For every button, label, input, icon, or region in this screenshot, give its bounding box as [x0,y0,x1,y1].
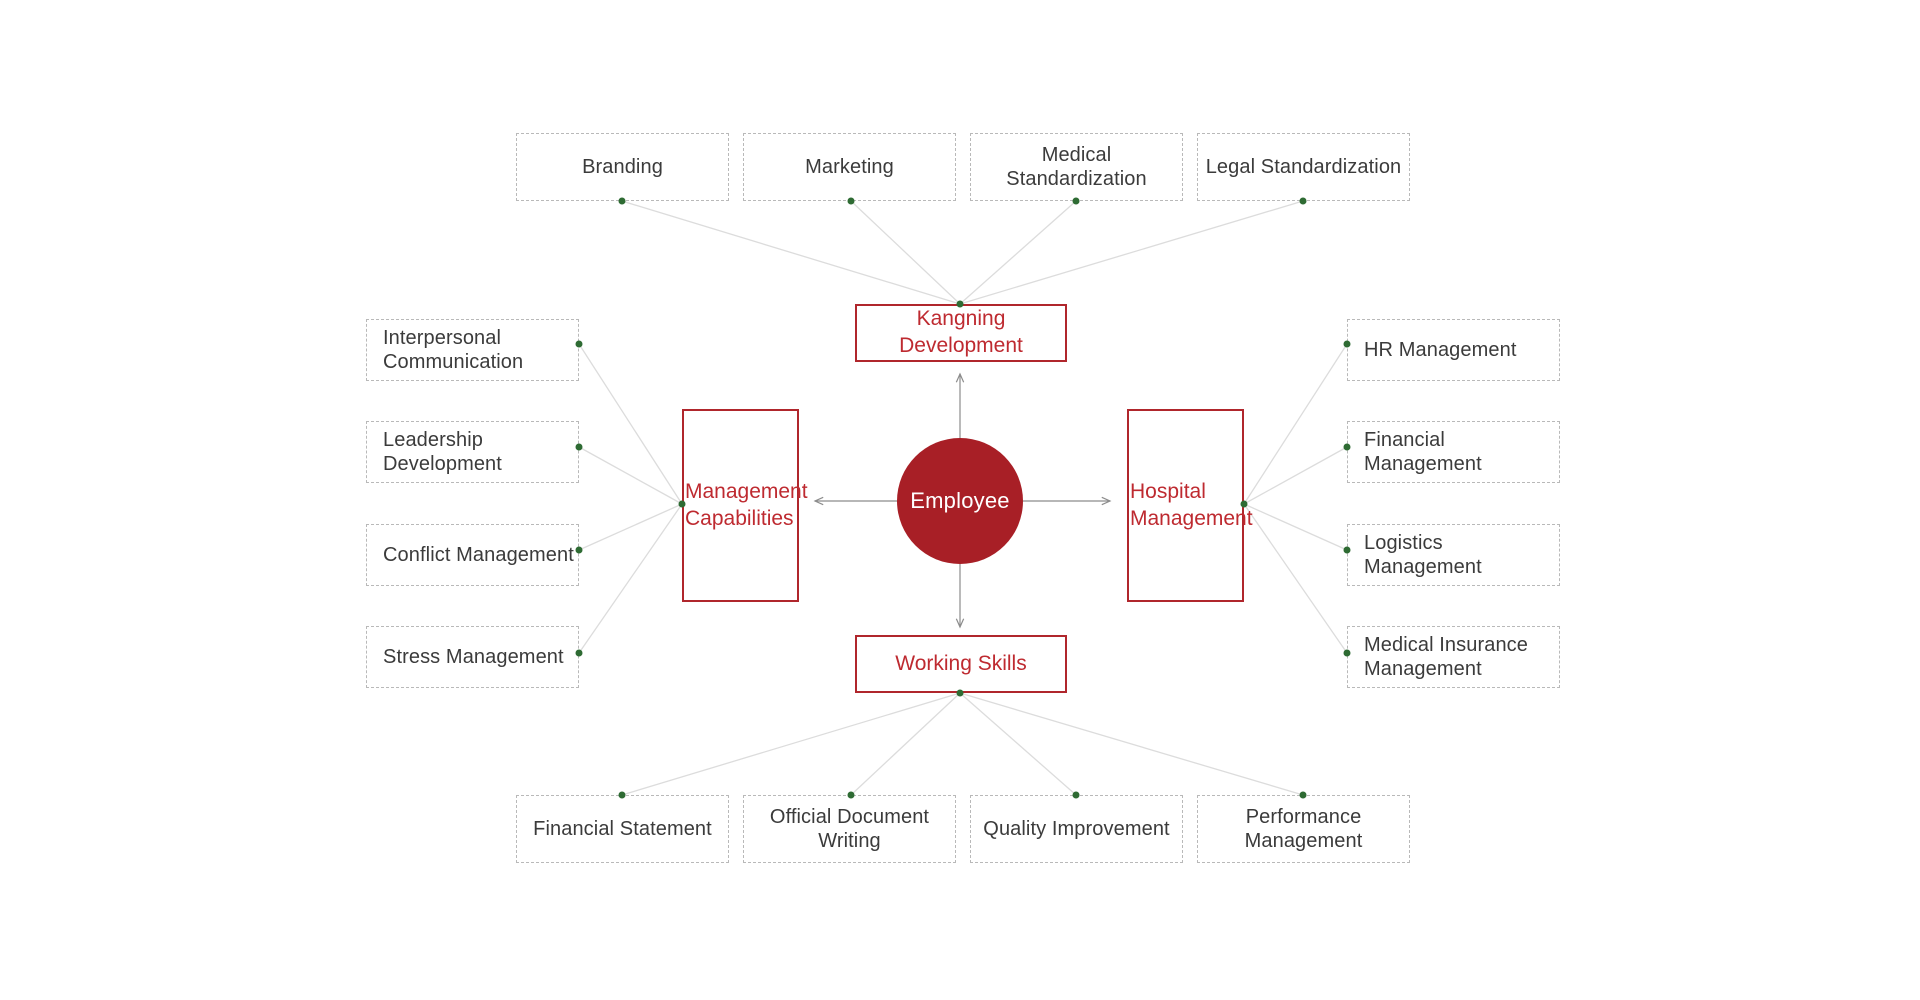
leaf-node-medical-insurance-management[interactable]: Medical Insurance Management [1347,626,1560,688]
connector-line-kangning-development-branding [621,200,961,305]
leaf-node-label: Legal Standardization [1205,155,1402,178]
leaf-node-logistics-management[interactable]: Logistics Management [1347,524,1560,586]
leaf-node-label: Stress Management [383,645,564,668]
connector-dot-kangning-development [956,300,964,308]
connector-dot-official-document-writing [847,791,855,799]
leaf-node-label: Medical Standardization [1006,143,1147,190]
connector-dot-medical-standardization [1072,197,1080,205]
leaf-node-label: Leadership Development [383,428,502,475]
root-node-label: Employee [910,488,1010,513]
root-node-employee[interactable]: Employee [897,438,1023,564]
connector-dot-management-capabilities [678,500,686,508]
connector-dot-financial-statement [618,791,626,799]
leaf-node-performance-management[interactable]: Performance Management [1197,795,1410,863]
connector-dot-quality-improvement [1072,791,1080,799]
connector-line-hospital-management-logistics-management [1243,503,1348,551]
connector-line-management-capabilities-interpersonal-communication [578,343,683,505]
leaf-node-label: HR Management [1364,338,1517,361]
connector-dot-stress-management [575,649,583,657]
connector-line-hospital-management-financial-management [1243,446,1348,505]
connector-dot-legal-standardization [1299,197,1307,205]
connector-line-hospital-management-hr-management [1243,343,1348,505]
leaf-node-quality-improvement[interactable]: Quality Improvement [970,795,1183,863]
arrow-head-root-to-management [813,496,824,506]
connector-dot-leadership-development [575,443,583,451]
leaf-node-label: Conflict Management [383,543,574,566]
branch-node-label: Kangning Development [899,307,1023,357]
leaf-node-hr-management[interactable]: HR Management [1347,319,1560,381]
leaf-node-marketing[interactable]: Marketing [743,133,956,201]
connector-line-working-skills-financial-statement [621,692,961,796]
leaf-node-financial-management[interactable]: Financial Management [1347,421,1560,483]
connector-dot-branding [618,197,626,205]
leaf-node-label: Branding [582,155,663,178]
connector-dot-working-skills [956,689,964,697]
connector-dot-hospital-management [1240,500,1248,508]
branch-node-kangning-development[interactable]: Kangning Development [855,304,1067,362]
leaf-node-conflict-management[interactable]: Conflict Management [366,524,579,586]
leaf-node-interpersonal-communication[interactable]: Interpersonal Communication [366,319,579,381]
connector-line-working-skills-performance-management [959,692,1304,796]
connector-line-hospital-management-medical-insurance-management [1243,503,1348,654]
leaf-node-label: Official Document Writing [769,805,930,852]
leaf-node-label: Interpersonal Communication [383,326,524,373]
arrow-head-root-to-working [955,618,965,629]
branch-node-working-skills[interactable]: Working Skills [855,635,1067,693]
arrow-head-root-to-hospital [1101,496,1112,506]
leaf-node-label: Financial Statement [533,817,712,840]
branch-node-label: Management Capabilities [685,479,808,530]
arrow-head-root-to-kangning [955,372,965,383]
branch-node-label: Working Skills [895,651,1027,675]
connector-line-kangning-development-legal-standardization [959,200,1304,305]
connector-dot-conflict-management [575,546,583,554]
leaf-node-legal-standardization[interactable]: Legal Standardization [1197,133,1410,201]
connector-line-management-capabilities-leadership-development [578,446,683,505]
connector-line-working-skills-official-document-writing [850,692,961,796]
leaf-node-medical-standardization[interactable]: Medical Standardization [970,133,1183,201]
leaf-node-label: Marketing [805,155,894,178]
connector-line-kangning-development-marketing [850,200,961,305]
connector-line-kangning-development-medical-standardization [959,200,1077,305]
leaf-node-label: Medical Insurance Management [1364,633,1529,680]
leaf-node-branding[interactable]: Branding [516,133,729,201]
connector-dot-hr-management [1343,340,1351,348]
branch-node-hospital-management[interactable]: Hospital Management [1127,409,1253,602]
connector-dot-medical-insurance-management [1343,649,1351,657]
leaf-node-official-document-writing[interactable]: Official Document Writing [743,795,956,863]
leaf-node-leadership-development[interactable]: Leadership Development [366,421,579,483]
leaf-node-stress-management[interactable]: Stress Management [366,626,579,688]
connector-dot-performance-management [1299,791,1307,799]
connector-dot-interpersonal-communication [575,340,583,348]
connector-dot-logistics-management [1343,546,1351,554]
leaf-node-financial-statement[interactable]: Financial Statement [516,795,729,863]
branch-node-label: Hospital Management [1130,479,1253,530]
leaf-node-label: Performance Management [1244,805,1363,852]
leaf-node-label: Financial Management [1364,428,1482,475]
connector-dot-marketing [847,197,855,205]
connector-line-management-capabilities-stress-management [578,503,683,654]
connector-line-working-skills-quality-improvement [959,692,1077,796]
connector-dot-financial-management [1343,443,1351,451]
branch-node-management-capabilities[interactable]: Management Capabilities [682,409,808,602]
leaf-node-label: Quality Improvement [983,817,1170,840]
connector-line-management-capabilities-conflict-management [578,503,683,551]
leaf-node-label: Logistics Management [1364,531,1482,578]
